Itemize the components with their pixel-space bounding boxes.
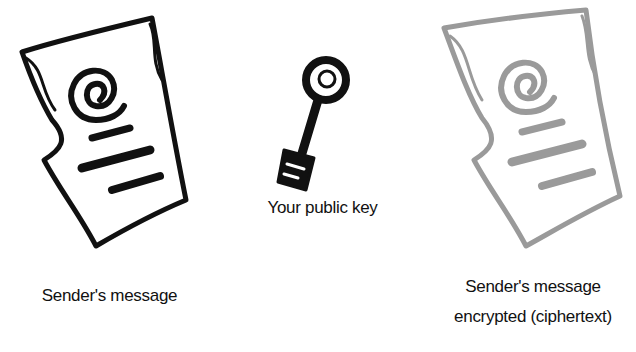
caption-label: Sender's message encrypted (ciphertext)	[444, 272, 622, 332]
text-line	[542, 172, 592, 186]
key-ring-hole	[319, 71, 335, 87]
text-line	[512, 144, 582, 162]
key-bit	[278, 150, 314, 190]
key-ring	[306, 60, 346, 100]
caption-label: Sender's message	[22, 281, 197, 311]
document-curl	[26, 24, 162, 110]
key-notch	[284, 164, 304, 178]
text-line	[92, 128, 130, 138]
document-outline	[22, 18, 186, 246]
key-shaft	[300, 100, 318, 160]
encrypted-document	[444, 10, 620, 246]
plain-document	[22, 18, 186, 246]
text-line	[82, 150, 150, 168]
document-curl	[450, 16, 596, 100]
text-line	[112, 176, 160, 190]
at-symbol	[71, 71, 124, 120]
text-line	[522, 122, 562, 132]
document-outline	[444, 10, 620, 246]
at-symbol	[501, 63, 554, 112]
public-key	[278, 60, 346, 190]
caption-label: Your public key	[240, 193, 405, 223]
